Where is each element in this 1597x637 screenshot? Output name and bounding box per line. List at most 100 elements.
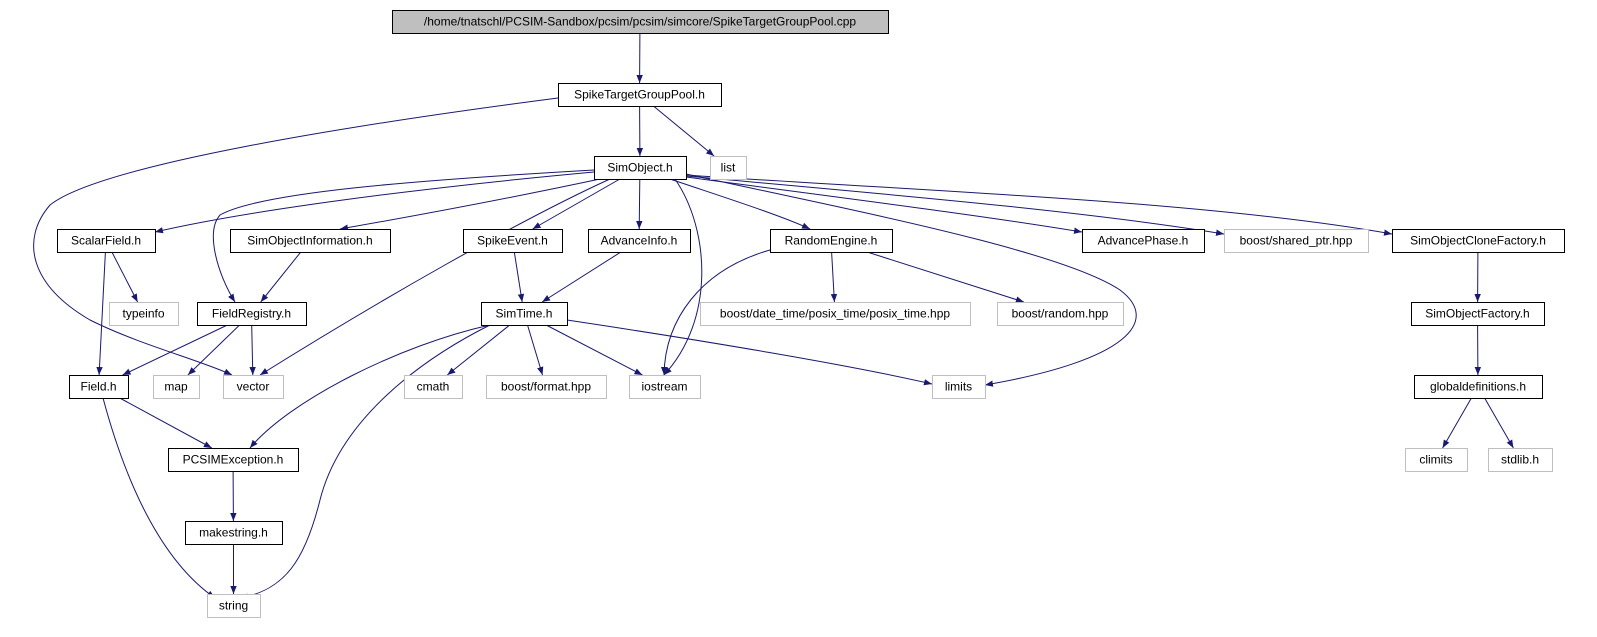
node-label: boost/date_time/posix_time/posix_time.hp… <box>720 307 950 321</box>
edge-simtime-to-cmath <box>446 324 511 376</box>
node-cmath: cmath <box>404 375 463 399</box>
node-label: iostream <box>641 380 687 394</box>
node-label: Field.h <box>80 380 116 394</box>
node-label: typeinfo <box>122 307 164 321</box>
node-box <box>1224 229 1369 253</box>
node-label: SimObjectInformation.h <box>247 234 372 248</box>
node-scalarfield[interactable]: ScalarField.h <box>57 229 156 253</box>
node-simobject[interactable]: SimObject.h <box>594 156 687 180</box>
node-root[interactable]: /home/tnatschl/PCSIM-Sandbox/pcsim/pcsim… <box>392 10 889 34</box>
edge-simtime-to-string <box>239 324 491 600</box>
node-box <box>1082 229 1205 253</box>
node-randomengine[interactable]: RandomEngine.h <box>770 229 893 253</box>
node-posixtime: boost/date_time/posix_time/posix_time.hp… <box>700 302 971 326</box>
edge-simobjinfo-to-fieldregistry <box>260 251 302 303</box>
node-label: boost/random.hpp <box>1012 307 1109 321</box>
node-simobjinfo[interactable]: SimObjectInformation.h <box>230 229 391 253</box>
edge-stgp-to-vector <box>33 97 559 376</box>
node-clonefactory[interactable]: SimObjectCloneFactory.h <box>1392 229 1565 253</box>
edge-stgp-to-list <box>653 105 715 157</box>
node-box <box>109 302 179 326</box>
node-simobjfactory[interactable]: SimObjectFactory.h <box>1411 302 1545 326</box>
node-box <box>57 229 156 253</box>
edge-randomengine-to-boostrandom <box>866 251 1025 303</box>
edge-field-to-pcsimexception <box>119 397 213 449</box>
node-map: map <box>153 375 200 399</box>
node-vector: vector <box>223 375 284 399</box>
node-label: AdvancePhase.h <box>1098 234 1189 248</box>
edge-simtime-to-pcsimexception <box>249 324 491 449</box>
node-sharedptr: boost/shared_ptr.hpp <box>1224 229 1369 253</box>
edge-simobject-to-advancephase <box>685 176 1083 234</box>
node-label: /home/tnatschl/PCSIM-Sandbox/pcsim/pcsim… <box>424 15 857 29</box>
edge-randomengine-to-iostream <box>660 249 771 376</box>
edge-simtime-to-iostream <box>545 324 643 376</box>
edge-simtime-to-boostformat <box>527 324 544 376</box>
edge-spikeevent-to-simtime <box>513 251 525 303</box>
node-simtime[interactable]: SimTime.h <box>481 302 568 326</box>
edge-simtime-to-limits <box>566 319 933 386</box>
node-advanceinfo[interactable]: AdvanceInfo.h <box>588 229 691 253</box>
node-box <box>392 10 889 34</box>
node-advancephase[interactable]: AdvancePhase.h <box>1082 229 1205 253</box>
node-label: cmath <box>417 380 450 394</box>
node-label: map <box>164 380 188 394</box>
edge-simobject-to-simobjinfo <box>339 178 601 231</box>
node-label: RandomEngine.h <box>785 234 878 248</box>
node-spikeevent[interactable]: SpikeEvent.h <box>463 229 563 253</box>
edges-layer <box>33 32 1514 600</box>
node-label: SimObjectFactory.h <box>1425 307 1529 321</box>
node-label: SimObject.h <box>607 161 672 175</box>
edge-simobject-to-limits <box>685 173 1137 387</box>
edge-scalarfield-to-typeinfo <box>111 251 139 303</box>
node-label: climits <box>1419 453 1452 467</box>
node-limits: limits <box>932 375 986 399</box>
node-label: SimObjectCloneFactory.h <box>1410 234 1546 248</box>
edge-globaldefs-to-climits <box>1442 397 1472 449</box>
node-fieldregistry[interactable]: FieldRegistry.h <box>197 302 307 326</box>
edge-simobject-to-scalarfield <box>154 171 595 234</box>
node-stdlib: stdlib.h <box>1488 448 1553 472</box>
node-label: boost/shared_ptr.hpp <box>1240 234 1353 248</box>
node-globaldefs[interactable]: globaldefinitions.h <box>1414 375 1543 399</box>
edge-simobject-to-sharedptr <box>685 175 1225 236</box>
node-label: SimTime.h <box>496 307 553 321</box>
node-box <box>153 375 200 399</box>
node-typeinfo: typeinfo <box>109 302 179 326</box>
node-pcsimexception[interactable]: PCSIMException.h <box>168 448 299 472</box>
edge-simobject-to-randomengine <box>669 178 811 230</box>
node-label: vector <box>237 380 270 394</box>
node-boostrandom: boost/random.hpp <box>997 302 1124 326</box>
node-label: limits <box>945 380 972 394</box>
node-field[interactable]: Field.h <box>69 375 129 399</box>
node-box <box>168 448 299 472</box>
node-label: SpikeEvent.h <box>477 234 548 248</box>
node-box <box>404 375 463 399</box>
node-box <box>932 375 986 399</box>
edge-fieldregistry-to-map <box>187 324 240 376</box>
edge-simobject-to-fieldregistry <box>212 169 595 303</box>
node-box <box>223 375 284 399</box>
node-box <box>185 521 283 545</box>
node-stgp[interactable]: SpikeTargetGroupPool.h <box>558 83 722 107</box>
node-box <box>997 302 1124 326</box>
node-label: SpikeTargetGroupPool.h <box>574 88 705 102</box>
node-box <box>588 229 691 253</box>
node-box <box>1411 302 1545 326</box>
node-label: list <box>721 161 736 175</box>
node-label: PCSIMException.h <box>183 453 284 467</box>
node-box <box>69 375 129 399</box>
node-label: string <box>219 599 248 613</box>
node-climits: climits <box>1405 448 1468 472</box>
edge-fieldregistry-to-field <box>122 324 228 376</box>
node-label: boost/format.hpp <box>501 380 591 394</box>
node-box <box>230 229 391 253</box>
node-box <box>1392 229 1565 253</box>
node-box <box>558 83 722 107</box>
node-list: list <box>710 156 747 180</box>
node-makestring[interactable]: makestring.h <box>185 521 283 545</box>
node-box <box>629 375 701 399</box>
edge-field-to-string <box>102 397 216 599</box>
node-box <box>710 156 747 180</box>
node-string: string <box>207 594 261 618</box>
